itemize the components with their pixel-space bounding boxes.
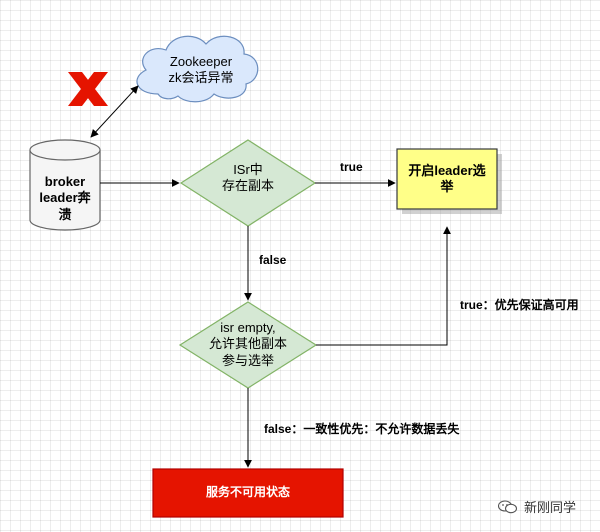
zk-broker-edge (90, 85, 139, 138)
watermark-text: 新刚同学 (524, 500, 577, 515)
empty-true-edge (316, 226, 451, 346)
elect-leader-label: 开启leader选 举 (397, 163, 497, 196)
broker-label-line3: 溃 (58, 206, 72, 222)
empty-true-label: true：优先保证高可用 (460, 298, 579, 312)
isr-decision-line1: ISr中 (233, 162, 263, 177)
watermark: 新刚同学 (498, 497, 576, 516)
empty-false-label: false：一致性优先：不允许数据丢失 (264, 422, 460, 436)
service-unavailable-label: 服务不可用状态 (205, 485, 290, 499)
zookeeper-cloud-shape[interactable] (136, 35, 259, 103)
isr-empty-line2: 允许其他副本 (208, 336, 287, 352)
isr-empty-line1: isr empty, (220, 320, 276, 335)
broker-label-line2: leader奔 (39, 190, 91, 206)
failure-cross-icon (68, 72, 108, 106)
zookeeper-label-line1: Zookeeper (169, 54, 233, 69)
elect-leader-box[interactable] (396, 148, 498, 210)
isr-decision-label: ISr中 存在副本 (198, 162, 298, 195)
elect-leader-line1: 开启leader选 (408, 163, 486, 178)
isr-decision-line2: 存在副本 (221, 178, 274, 194)
isr-true-label: true (340, 160, 363, 174)
zookeeper-label: Zookeeper zk会话异常 (140, 54, 262, 87)
zookeeper-label-line2: zk会话异常 (168, 70, 234, 86)
service-unavailable-box[interactable] (152, 468, 344, 518)
isr-false-label: false (259, 253, 287, 267)
wechat-chat-icon (498, 499, 518, 513)
isr-empty-line3: 参与选举 (221, 352, 274, 368)
isr-empty-decision-label: isr empty, 允许其他副本 参与选举 (193, 320, 303, 369)
broker-cylinder[interactable] (29, 139, 101, 231)
broker-label: broker leader奔 溃 (30, 174, 100, 223)
broker-label-line1: broker (44, 174, 86, 189)
elect-leader-line2: 举 (440, 179, 454, 195)
